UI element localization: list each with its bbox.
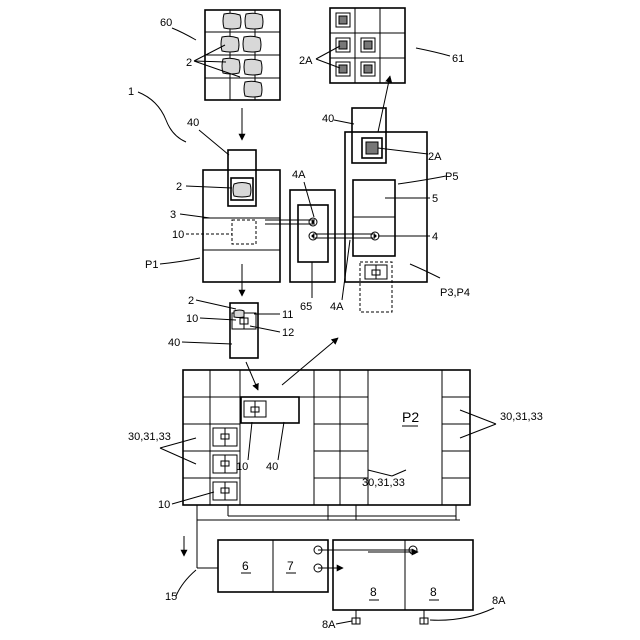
- label-P1: P1: [145, 259, 158, 271]
- label-4: 4: [432, 231, 438, 243]
- unit-65: 65: [290, 190, 335, 313]
- label-40-d: 40: [266, 461, 278, 473]
- pipes-storage: 15: [165, 505, 460, 603]
- label-11: 11: [282, 309, 293, 321]
- label-2-b: 2: [176, 181, 182, 193]
- carrier-40-transfer: 2 10 11 12 40: [168, 295, 294, 358]
- label-30-right: 30,31,33: [500, 411, 543, 423]
- label-40-c: 40: [168, 337, 180, 349]
- label-4A-mid: 4A: [330, 301, 344, 313]
- tanks-6-7: 6 7: [218, 540, 328, 592]
- label-61: 61: [452, 53, 464, 65]
- label-8-a: 8: [370, 585, 377, 599]
- label-8-b: 8: [430, 585, 437, 599]
- label-30-left: 30,31,33: [128, 431, 171, 443]
- label-5: 5: [432, 193, 438, 205]
- label-10-a: 10: [172, 229, 184, 241]
- label-10-c: 10: [186, 313, 198, 325]
- tray-60: 60 2: [160, 10, 280, 100]
- label-10-e: 10: [158, 499, 170, 511]
- label-40-b: 40: [322, 113, 334, 125]
- label-4A-top: 4A: [292, 169, 306, 181]
- label-2A-grid: 2A: [299, 55, 313, 67]
- label-65: 65: [300, 301, 312, 313]
- station-p1: 40 2 3 10 P1: [145, 117, 280, 282]
- label-2-c: 2: [188, 295, 194, 307]
- label-60: 60: [160, 17, 172, 29]
- label-8A-b: 8A: [492, 595, 506, 607]
- tray-61: 61 2A: [299, 8, 464, 83]
- tanks-8: 8 8 8A 8A: [314, 540, 506, 631]
- arrow-to-storage: [246, 362, 258, 390]
- stored-fixtures: [213, 428, 237, 500]
- label-2-top: 2: [186, 57, 192, 69]
- label-15: 15: [165, 591, 177, 603]
- label-12: 12: [282, 327, 294, 339]
- arrow-from-storage: [282, 338, 338, 385]
- label-3: 3: [170, 209, 176, 221]
- label-P2: P2: [402, 409, 419, 425]
- label-6: 6: [242, 559, 249, 573]
- arrow-to-tray-61: [378, 76, 390, 132]
- label-1: 1: [128, 86, 134, 98]
- label-P3P4: P3,P4: [440, 287, 470, 299]
- label-P5: P5: [445, 171, 458, 183]
- storage-p2: P2 30,31,33 10 40 30,31,33 30,31,33 10: [128, 370, 543, 511]
- label-10-d: 10: [236, 461, 248, 473]
- label-8A-a: 8A: [322, 619, 336, 631]
- label-30-mid: 30,31,33: [362, 477, 405, 489]
- label-7: 7: [287, 559, 294, 573]
- label-40-a: 40: [187, 117, 199, 129]
- label-2A-b: 2A: [428, 151, 442, 163]
